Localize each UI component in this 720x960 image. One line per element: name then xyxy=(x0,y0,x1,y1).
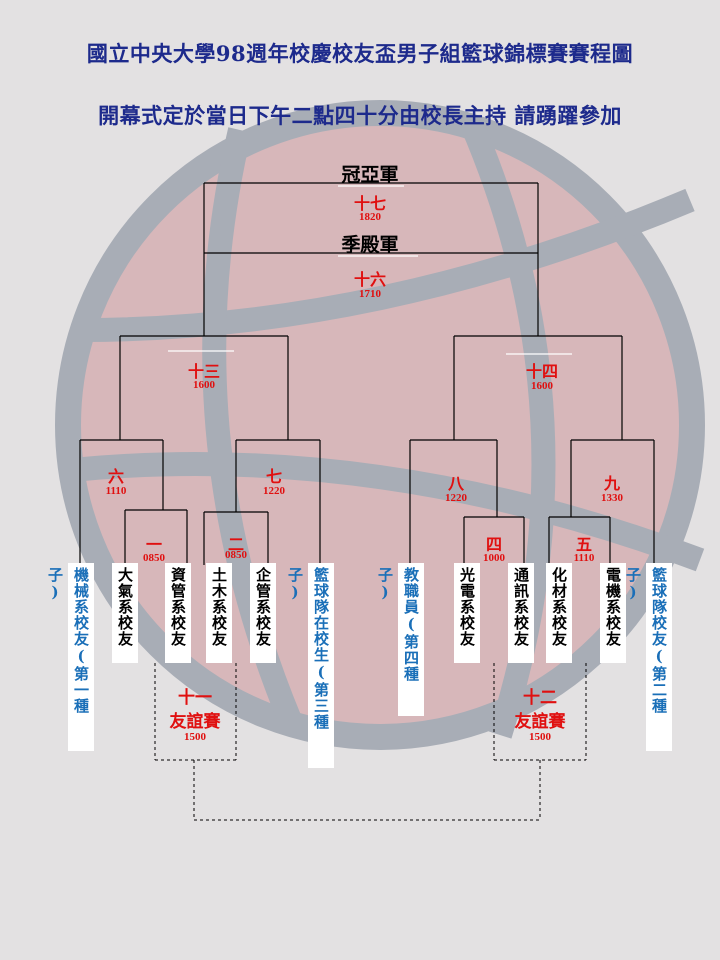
match-17-number: 十七 xyxy=(353,194,386,213)
team-atmospheric-alumni: 大氣系校友 xyxy=(112,563,138,663)
match-6-number: 六 xyxy=(107,467,124,486)
match-12-time: 1500 xyxy=(529,731,551,743)
team-communications-alumni: 通訊系校友 xyxy=(508,563,534,663)
match-8-time: 1220 xyxy=(445,492,467,504)
team-faculty-staff: 教職員(第四種子) xyxy=(376,563,424,716)
match-12-number: 十二 xyxy=(523,688,557,708)
match-5-number: 五 xyxy=(575,535,592,554)
match-17-time: 1820 xyxy=(359,211,381,223)
match-5-time: 1110 xyxy=(573,552,595,564)
match-2-time: 0850 xyxy=(225,549,247,561)
match-14-number: 十四 xyxy=(525,362,558,381)
match-11-time: 1500 xyxy=(184,731,206,743)
match-13-time: 1600 xyxy=(193,379,215,391)
match-13-number: 十三 xyxy=(187,362,220,381)
match-1-number: 一 xyxy=(145,535,162,554)
friendly-dashed-lines xyxy=(154,663,587,821)
match-2-number: 二 xyxy=(227,535,244,554)
team-info-mgmt-alumni: 資管系校友 xyxy=(165,563,191,663)
match-4-time: 1000 xyxy=(483,552,505,564)
third-place-label: 季殿軍 xyxy=(341,234,399,256)
team-business-mgmt-alumni: 企管系校友 xyxy=(250,563,276,663)
match-11-label: 友誼賽 xyxy=(169,712,221,732)
match-8-number: 八 xyxy=(447,474,464,493)
match-7-number: 七 xyxy=(265,467,282,486)
match-16-number: 十六 xyxy=(353,270,386,289)
page-title: 國立中央大學98週年校慶校友盃男子組籃球錦標賽賽程圖 xyxy=(86,41,634,66)
match-11-number: 十一 xyxy=(178,688,212,708)
bracket-lines xyxy=(79,182,655,565)
team-mechanical-alumni: 機械系校友(第一種子) xyxy=(46,563,94,751)
team-photonics-alumni: 光電系校友 xyxy=(454,563,480,663)
team-basketball-students: 籃球隊在校生(第三種子) xyxy=(286,563,334,768)
page-subtitle: 開幕式定於當日下午二點四十分由校長主持 請踴躍參加 xyxy=(98,103,622,128)
champion-label: 冠亞軍 xyxy=(341,164,399,186)
team-civil-alumni: 土木系校友 xyxy=(206,563,232,663)
team-basketball-alumni: 籃球隊校友(第二種子) xyxy=(624,563,672,751)
match-12-label: 友誼賽 xyxy=(514,712,566,732)
match-6-time: 1110 xyxy=(105,485,127,497)
match-14-time: 1600 xyxy=(531,380,553,392)
match-4-number: 四 xyxy=(485,535,502,554)
match-9-time: 1330 xyxy=(601,492,623,504)
match-1-time: 0850 xyxy=(143,552,165,564)
team-chem-materials-alumni: 化材系校友 xyxy=(546,563,572,663)
match-16-time: 1710 xyxy=(359,288,381,300)
match-7-time: 1220 xyxy=(263,485,285,497)
team-electrical-alumni: 電機系校友 xyxy=(600,563,626,663)
match-9-number: 九 xyxy=(603,474,620,493)
